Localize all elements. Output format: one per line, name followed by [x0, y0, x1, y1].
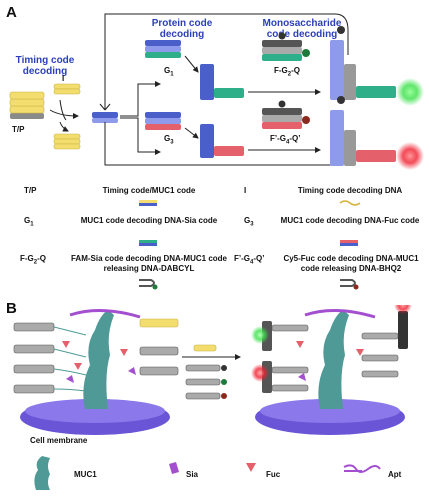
muc1-sia-intermediate	[200, 64, 244, 100]
panel-b-scheme	[13, 305, 412, 435]
fg4q-icon	[340, 279, 359, 290]
left-cell	[13, 308, 179, 435]
fuc-icon	[246, 463, 256, 472]
cell-membrane-label: Cell membrane	[30, 436, 88, 445]
legend-fuc: Fuc	[266, 470, 281, 479]
fg2q-label: F-G2-Q	[274, 66, 301, 78]
muc1-fuc-intermediate	[200, 124, 244, 158]
legend-tp-key: T/P	[24, 186, 37, 195]
timing-decoding-title: Timing code decoding	[15, 55, 75, 77]
i-icon	[339, 200, 361, 206]
legend-g3-key: G3	[244, 216, 254, 228]
protein-decoding-title: Protein code decoding	[151, 18, 213, 40]
tp-label: T/P	[12, 125, 25, 134]
legend-g3-desc: MUC1 code decoding DNA-Fuc code	[280, 216, 420, 225]
right-cell	[251, 305, 412, 435]
added-reagents	[182, 344, 241, 400]
muc1-icon	[34, 456, 50, 490]
apt-icon	[343, 464, 381, 473]
legend-apt: Apt	[388, 470, 402, 479]
panel-a-scheme	[9, 13, 424, 170]
tp-icon	[139, 200, 157, 206]
fg4q-hairpin	[262, 100, 310, 129]
legend-fg4q-key: F’-G4-Q’	[234, 254, 265, 266]
g1-probe	[145, 40, 181, 58]
timing-decoding-dna-top	[53, 83, 81, 95]
g1-label: G1	[164, 66, 174, 78]
fg4q-label: F’-G4-Q’	[270, 134, 301, 146]
legend-i-key: I	[244, 186, 247, 195]
legend-sia: Sia	[186, 470, 199, 479]
g3-icon	[340, 240, 358, 246]
g1-icon	[139, 240, 157, 246]
legend-tp-desc: Timing code/MUC1 code	[102, 186, 196, 195]
panel-a-letter: A	[6, 4, 17, 21]
fg2q-hairpin	[262, 32, 310, 61]
i-label: I	[62, 74, 65, 83]
fg2q-icon	[139, 279, 158, 290]
monosaccharide-decoding-title: Monosaccharide code decoding	[262, 18, 342, 40]
legend-muc1: MUC1	[74, 470, 97, 479]
legend-fg2q-desc: FAM-Sia code decoding DNA-MUC1 code rele…	[70, 254, 227, 273]
legend-fg4q-desc: Cy5-Fuc code decoding DNA-MUC1 code rele…	[283, 254, 419, 273]
released-timing-duplex	[53, 133, 81, 150]
legend-i-desc: Timing code decoding DNA	[297, 186, 403, 195]
panel-b-letter: B	[6, 300, 17, 317]
cy5-product	[330, 96, 424, 170]
sia-icon	[169, 462, 179, 474]
legend-fg2q-key: F-G2-Q	[20, 254, 47, 266]
g3-probe	[145, 112, 181, 130]
fam-product	[330, 26, 424, 106]
g3-label: G3	[164, 134, 174, 146]
legend-g1-key: G1	[24, 216, 34, 228]
muc1-code-duplex	[92, 112, 118, 123]
legend-g1-desc: MUC1 code decoding DNA-Sia code	[80, 216, 218, 225]
tp-duplex-stack	[9, 91, 45, 119]
